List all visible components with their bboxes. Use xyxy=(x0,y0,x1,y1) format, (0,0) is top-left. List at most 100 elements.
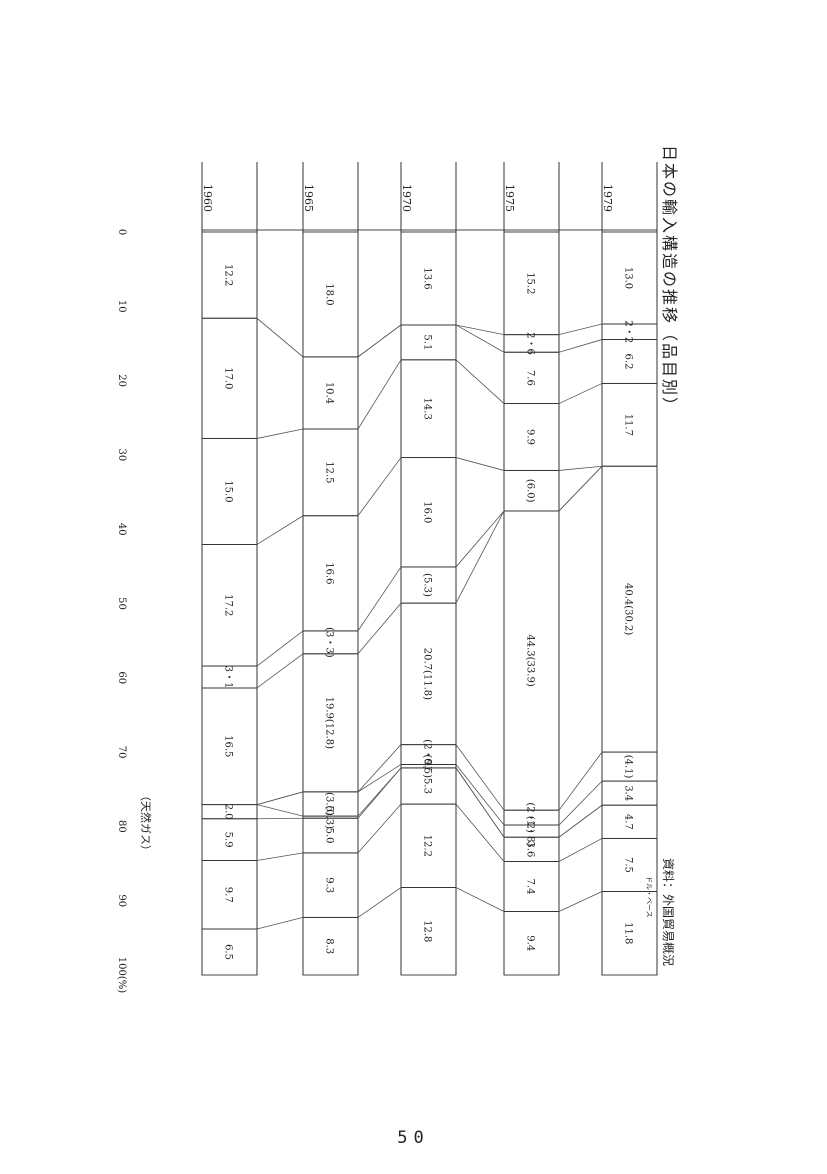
bar-label-1965-5: 16.6 xyxy=(324,562,335,584)
tick-label-2: 20 xyxy=(116,374,127,387)
bar-label-1965-6: (3・3) xyxy=(324,627,335,658)
connector-line xyxy=(455,457,505,471)
bar-label-1965-11: (0.3) xyxy=(324,805,335,829)
bar-label-1979-2: 6.2 xyxy=(623,354,634,370)
bar-label-1979-9: (4.1) xyxy=(623,755,634,779)
bar-label-1979-10: 3.4 xyxy=(623,785,634,801)
bar-label-1960-3: 15.0 xyxy=(223,480,234,502)
connector-line xyxy=(357,767,402,819)
bar-label-1970-7: 20.7(11.8) xyxy=(422,648,433,700)
bar-label-1965-13: 9.3 xyxy=(324,877,335,893)
bar-label-1970-3: 14.3 xyxy=(422,398,433,420)
bar-1979-その他 xyxy=(601,891,658,976)
bar-label-1970-2: 5.1 xyxy=(422,334,433,350)
tick-label-6: 60 xyxy=(116,671,127,684)
connector-line xyxy=(455,803,505,862)
connector-line xyxy=(357,887,402,918)
connector-line xyxy=(558,339,603,353)
bar-label-1965-10: (3.5) xyxy=(324,792,335,816)
connector-line xyxy=(455,510,505,568)
connector-line xyxy=(455,324,505,336)
bar-label-1975-3: 9.9 xyxy=(525,429,536,445)
bar-label-1960-7: 16.5 xyxy=(223,735,234,757)
bar-label-1975-0: 15.2 xyxy=(525,272,536,294)
bar-1960-その他 xyxy=(201,928,258,976)
rotated-chart-group: 12.217.015.017.23・116.52.05.99.76.518.01… xyxy=(116,145,679,993)
connector-line xyxy=(558,465,603,512)
connector-line xyxy=(558,383,603,404)
bar-label-1970-0: 13.6 xyxy=(422,267,433,289)
connector-line xyxy=(357,359,402,430)
connector-line xyxy=(455,764,505,826)
bar-label-1975-13: 7.4 xyxy=(525,879,536,895)
tick-label-3: 30 xyxy=(116,449,127,462)
bar-label-1975-9: (2・2) xyxy=(525,802,536,833)
tick-label-9: 90 xyxy=(116,894,127,907)
connector-line xyxy=(455,767,505,838)
chart-texts: 日本の輸入構造の推移（品目別） 資料：外国貿易概況 ドル・ベース （天然ガス） xyxy=(139,145,679,966)
tick-label-10: 100(%) xyxy=(116,957,127,993)
tick-label-4: 40 xyxy=(116,523,127,536)
year-label-1965: 1965 xyxy=(302,184,315,212)
bar-label-1975-2: 7.6 xyxy=(525,370,536,386)
chart-source: 資料：外国貿易概況 xyxy=(661,858,676,966)
connector-line xyxy=(558,838,603,862)
bar-label-1960-2: 17.0 xyxy=(223,367,234,389)
tick-label-7: 70 xyxy=(116,746,127,759)
connector-lines xyxy=(256,317,603,930)
bar-1970-その他 xyxy=(400,887,457,976)
bar-label-1960-14: 6.5 xyxy=(223,944,234,960)
connector-line xyxy=(455,359,505,404)
connector-line xyxy=(558,804,603,838)
annotation-natural-gas: （天然ガス） xyxy=(139,790,153,856)
connector-line xyxy=(558,323,603,336)
connector-line xyxy=(256,852,304,861)
connector-line xyxy=(558,465,603,471)
tick-label-1: 10 xyxy=(116,300,127,313)
bar-label-1965-3: 12.5 xyxy=(324,461,335,483)
bar-label-1965-0: 18.0 xyxy=(324,283,335,305)
connector-line xyxy=(357,457,402,516)
bar-label-1970-10: (0.5) xyxy=(422,754,433,778)
bar-label-1979-12: 4.7 xyxy=(623,814,634,830)
connector-line xyxy=(256,428,304,439)
bar-label-1965-7: 19.9(12.8) xyxy=(324,697,335,749)
tick-label-8: 80 xyxy=(116,820,127,833)
bar-label-1960-5: 17.2 xyxy=(223,594,234,616)
bar-label-1970-12: 5.3 xyxy=(422,778,433,794)
bar-1965-その他 xyxy=(302,916,359,976)
bar-label-1970-13: 12.2 xyxy=(422,835,433,857)
chart-source-ruby: ドル・ベース xyxy=(645,876,653,918)
bar-label-1979-0: 13.0 xyxy=(623,267,634,289)
connector-line xyxy=(455,887,505,912)
chart-title: 日本の輸入構造の推移（品目別） xyxy=(660,145,679,415)
bar-label-1975-12: 3.6 xyxy=(525,841,536,857)
connector-line xyxy=(256,630,304,667)
bar-label-1979-14: 11.8 xyxy=(623,922,634,944)
connector-line xyxy=(455,510,505,604)
year-label-1970: 1970 xyxy=(400,184,413,212)
page-number: 50 xyxy=(397,1128,430,1148)
connector-line xyxy=(357,764,402,793)
bar-label-1960-11: 2.0 xyxy=(223,804,234,820)
bar-label-1970-14: 12.8 xyxy=(422,920,433,942)
connector-line xyxy=(256,791,304,806)
connector-line xyxy=(256,817,304,820)
connector-line xyxy=(357,744,402,793)
bar-label-1979-1: 2・2 xyxy=(623,320,634,343)
segment-labels: 12.217.015.017.23・116.52.05.99.76.518.01… xyxy=(223,264,634,960)
bar-label-1965-12: 5.0 xyxy=(324,828,335,844)
bar-label-1979-13: 7.5 xyxy=(623,857,634,873)
connector-line xyxy=(558,891,603,912)
connector-line xyxy=(256,917,304,930)
bar-label-1975-7: 44.3(33.9) xyxy=(525,634,536,686)
bar-segments xyxy=(201,162,658,976)
bar-label-1975-14: 9.4 xyxy=(525,935,536,951)
bar-label-1960-13: 9.7 xyxy=(223,887,234,903)
tick-label-0: 0 xyxy=(116,229,127,235)
bar-label-1970-5: 16.0 xyxy=(422,501,433,523)
bar-1975-その他 xyxy=(503,911,560,976)
